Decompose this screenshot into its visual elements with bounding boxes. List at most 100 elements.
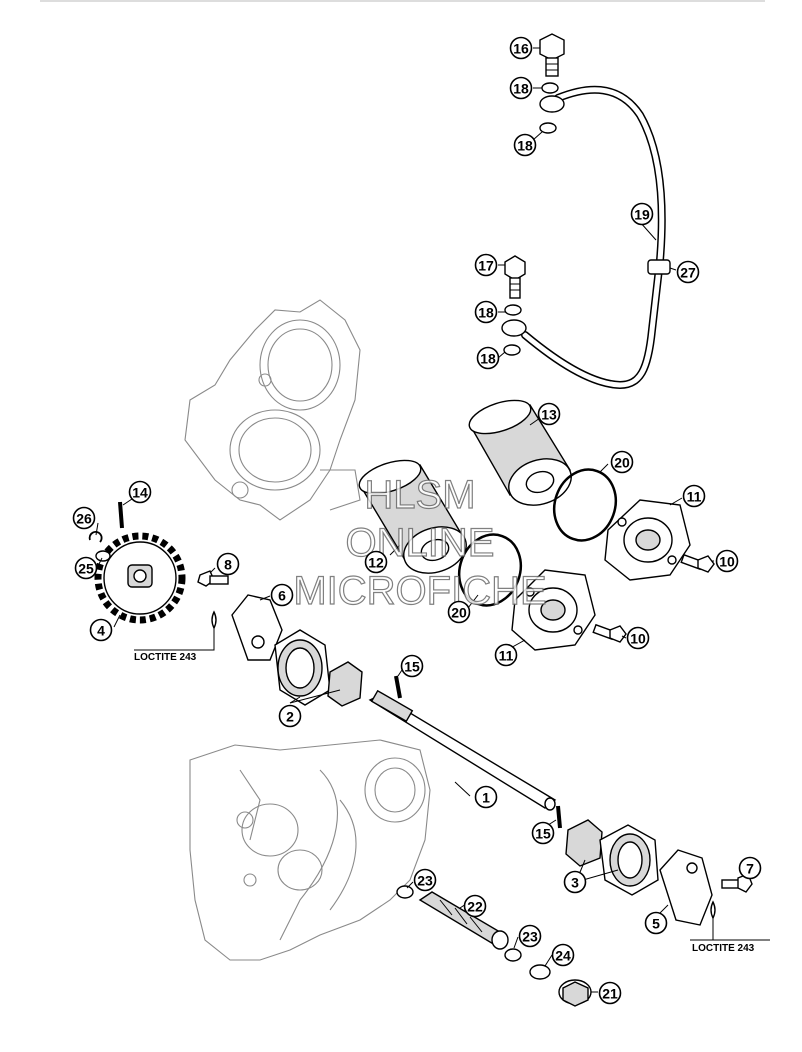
callout-number: 27	[680, 265, 696, 281]
callout-c10a: 10	[715, 549, 739, 573]
callout-number: 15	[535, 826, 551, 842]
callout-circle	[598, 981, 622, 1005]
watermark-line3: MICROFICHE	[293, 569, 546, 613]
callout-number: 11	[687, 489, 702, 505]
callout-c11a: 11	[682, 484, 706, 508]
tube-clamp-27	[647, 259, 671, 275]
callout-circle	[513, 133, 537, 157]
loctite-note-right: LOCTITE 243	[692, 943, 755, 954]
callout-number: 18	[480, 351, 496, 367]
callout-number: 8	[224, 557, 232, 573]
callout-c20a: 20	[610, 450, 634, 474]
callout-circle	[278, 704, 302, 728]
watermark: HLSM ONLINE MICROFICHE	[293, 472, 548, 613]
callout-circle	[531, 821, 555, 845]
callout-c8: 8	[216, 552, 240, 576]
loctite-left-lead	[134, 628, 215, 651]
oil-pump-shaft-1	[368, 689, 557, 811]
callout-number: 11	[499, 648, 514, 664]
callout-circle	[644, 911, 668, 935]
callout-c7: 7	[738, 856, 762, 880]
callout-c22: 22	[463, 894, 487, 918]
callout-circle	[509, 76, 533, 100]
callout-number: 14	[132, 485, 148, 501]
callout-circle	[400, 654, 424, 678]
engine-case-lower-ghost	[189, 739, 431, 961]
inner-rotor-3	[565, 819, 603, 867]
circlip-26	[88, 531, 103, 543]
callout-number: 20	[614, 455, 630, 471]
callout-circle	[128, 480, 152, 504]
oil-line-tube	[521, 85, 671, 390]
callout-number: 24	[555, 948, 571, 964]
callout-circle	[682, 484, 706, 508]
screw-10b	[592, 623, 627, 643]
callout-c15b: 15	[531, 821, 555, 845]
callout-c24: 24	[551, 943, 575, 967]
engine-case-upper-ghost	[184, 299, 361, 521]
callout-number: 4	[97, 623, 105, 639]
pin-14	[118, 501, 124, 529]
callout-circle	[494, 643, 518, 667]
callout-circle	[537, 402, 561, 426]
oil-pump-rotor-3	[599, 824, 659, 896]
callout-number: 6	[278, 588, 286, 604]
callout-number: 3	[571, 875, 579, 891]
banjo-fitting-lower	[501, 319, 527, 337]
callout-number: 18	[513, 81, 529, 97]
o-ring-20b	[457, 533, 523, 607]
callout-circle	[474, 253, 498, 277]
callout-number: 21	[602, 986, 618, 1002]
oil-line-19	[521, 85, 666, 390]
banjo-bolt-17	[504, 255, 526, 299]
callout-number: 2	[286, 709, 294, 725]
callout-c17: 17	[474, 253, 498, 277]
callout-c6: 6	[270, 583, 294, 607]
callout-number: 17	[478, 258, 494, 274]
callout-circle	[447, 600, 471, 624]
callout-number: 23	[522, 929, 538, 945]
callout-c26: 26	[72, 506, 96, 530]
callout-number: 13	[541, 407, 557, 423]
callout-circle	[676, 260, 700, 284]
callout-c23b: 23	[518, 924, 542, 948]
loctite-drop-right	[710, 900, 716, 920]
callout-circle	[72, 506, 96, 530]
loctite-right-lead	[690, 918, 770, 941]
sealing-washer-18b	[539, 122, 557, 134]
callout-circle	[738, 856, 762, 880]
sealing-washer-18d	[503, 344, 521, 356]
oil-filter-12	[358, 459, 467, 574]
callout-circle	[74, 556, 98, 580]
callout-c14: 14	[128, 480, 152, 504]
callout-number: 18	[517, 138, 533, 154]
callout-circle	[715, 549, 739, 573]
callout-circle	[476, 346, 500, 370]
watermark-line1: HLSM	[364, 473, 475, 517]
callout-circle	[216, 552, 240, 576]
callout-number: 23	[417, 873, 433, 889]
callout-c4: 4	[89, 618, 113, 642]
callout-circle	[364, 550, 388, 574]
callout-circle	[610, 450, 634, 474]
screw-10a	[680, 553, 715, 573]
filter-cover-11b	[511, 569, 596, 651]
pin-15b	[556, 805, 562, 829]
oil-strainer-22	[418, 891, 509, 950]
pump-cover-6	[231, 594, 283, 661]
sealing-washer-18a	[541, 82, 559, 94]
callout-circle	[474, 785, 498, 809]
callout-circle	[413, 868, 437, 892]
callout-number: 10	[719, 554, 735, 570]
drain-plug-21	[558, 979, 592, 1007]
callout-c18d: 18	[476, 346, 500, 370]
callout-c3: 3	[563, 870, 587, 894]
callout-c20b: 20	[447, 600, 471, 624]
callout-c15a: 15	[400, 654, 424, 678]
callout-c11b: 11	[494, 643, 518, 667]
callout-number: 5	[652, 916, 660, 932]
callout-c27: 27	[676, 260, 700, 284]
oil-filter-13	[468, 399, 572, 506]
callout-c18c: 18	[474, 300, 498, 324]
